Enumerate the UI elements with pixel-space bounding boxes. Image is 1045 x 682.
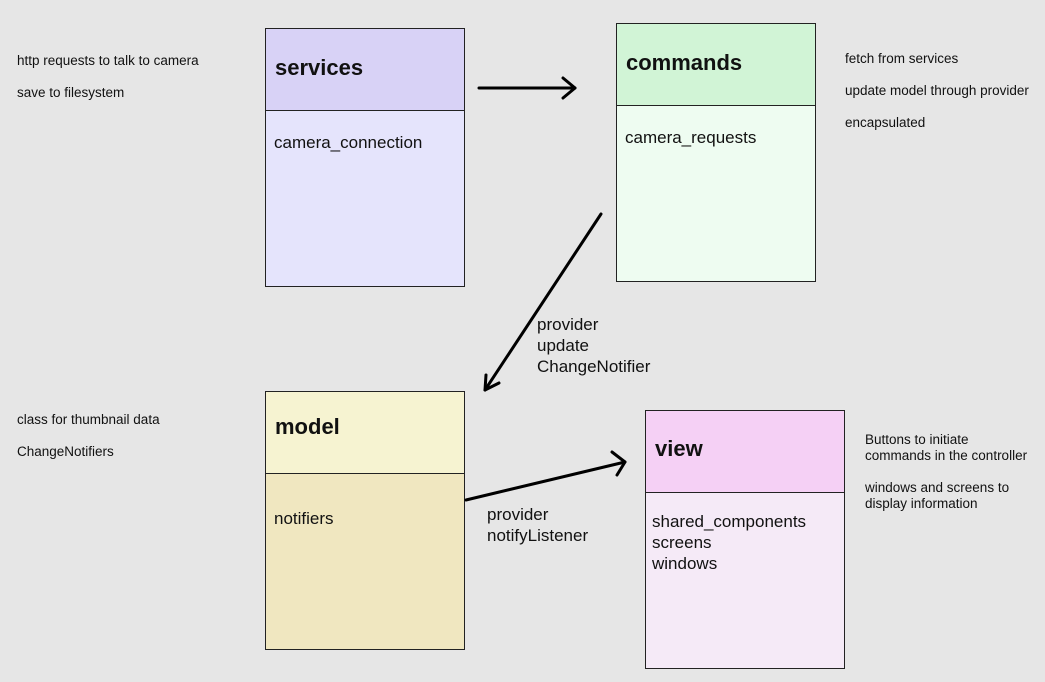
- view-item-windows: windows: [652, 554, 718, 573]
- services-box: services camera_connection: [265, 28, 465, 287]
- commands-title: commands: [626, 50, 743, 75]
- arrow-model-to-view: [464, 450, 627, 502]
- view-notes: Buttons to initiate commands in the cont…: [865, 432, 1035, 512]
- edge-label-commands-to-model: provider update ChangeNotifier: [537, 314, 650, 377]
- services-notes: http requests to talk to camera save to …: [17, 53, 199, 101]
- edge-label-line: update: [537, 336, 589, 355]
- services-note-2: save to filesystem: [17, 85, 125, 100]
- commands-item: camera_requests: [625, 128, 757, 147]
- arrow-commands-to-model: [483, 212, 603, 392]
- model-note-1: class for thumbnail data: [17, 412, 160, 427]
- services-item: camera_connection: [274, 133, 423, 152]
- services-note-1: http requests to talk to camera: [17, 53, 199, 68]
- model-item: notifiers: [274, 509, 334, 528]
- view-item-shared-components: shared_components: [652, 512, 807, 531]
- edge-label-line: provider: [487, 505, 549, 524]
- commands-note-2: update model through provider: [845, 83, 1029, 98]
- model-header: [266, 392, 464, 474]
- view-header: [646, 411, 844, 493]
- view-note-2: windows and screens to display informati…: [865, 480, 1010, 511]
- commands-note-3: encapsulated: [845, 115, 926, 130]
- model-notes: class for thumbnail data ChangeNotifiers: [17, 412, 160, 460]
- edge-label-line: notifyListener: [487, 526, 589, 545]
- commands-notes: fetch from services update model through…: [845, 51, 1029, 131]
- services-title: services: [275, 55, 364, 80]
- model-box: model notifiers: [265, 391, 465, 650]
- commands-box: commands camera_requests: [616, 23, 816, 282]
- edge-label-model-to-view: provider notifyListener: [487, 504, 588, 546]
- edge-label-line: ChangeNotifier: [537, 357, 651, 376]
- services-items: camera_connection: [274, 132, 422, 153]
- commands-items: camera_requests: [625, 127, 756, 148]
- commands-note-1: fetch from services: [845, 51, 959, 66]
- arrow-services-to-commands: [477, 76, 577, 100]
- model-items: notifiers: [274, 508, 334, 529]
- view-note-1: Buttons to initiate commands in the cont…: [865, 432, 1028, 463]
- services-header: [266, 29, 464, 111]
- view-title: view: [655, 436, 703, 461]
- edge-label-line: provider: [537, 315, 599, 334]
- commands-header: [617, 24, 815, 106]
- model-note-2: ChangeNotifiers: [17, 444, 114, 459]
- view-items: shared_components screens windows: [652, 511, 806, 574]
- view-box: view shared_components screens windows: [645, 410, 845, 669]
- model-title: model: [275, 414, 340, 439]
- view-item-screens: screens: [652, 533, 712, 552]
